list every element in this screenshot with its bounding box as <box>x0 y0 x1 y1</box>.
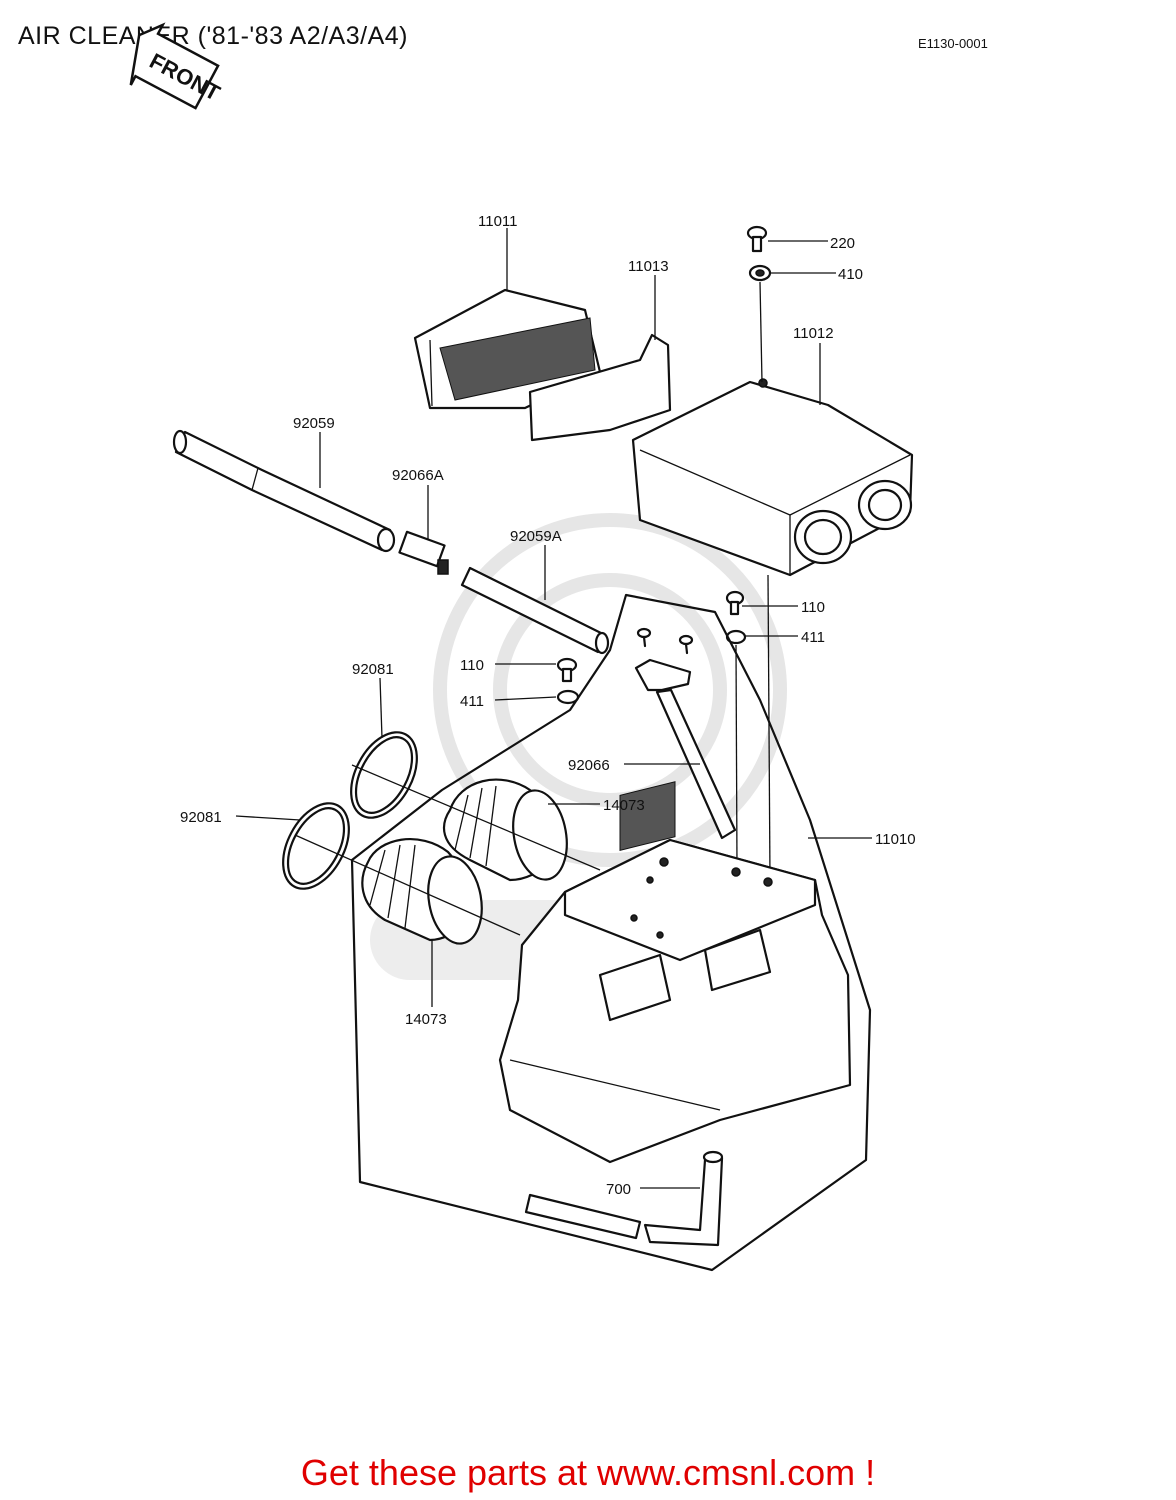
intake-duct-14073-upper <box>442 778 568 882</box>
callout-220: 220 <box>830 235 855 252</box>
callout-11012: 11012 <box>793 325 834 342</box>
breather-hose-92059 <box>172 429 396 553</box>
callout-92081-left: 92081 <box>180 809 222 826</box>
callout-411-left: 411 <box>460 693 484 710</box>
callout-92066A: 92066A <box>392 467 444 484</box>
front-arrow-icon: FRONT <box>129 22 225 110</box>
callout-92059A: 92059A <box>510 528 562 545</box>
small-screws <box>636 627 694 655</box>
fitting-92066A <box>398 530 449 575</box>
duct-alignment-line-lower <box>294 834 521 936</box>
leader-lines <box>235 228 872 1189</box>
washer-410 <box>748 264 772 282</box>
callout-700: 700 <box>606 1181 631 1198</box>
callout-92066: 92066 <box>568 757 610 774</box>
diagram-reference-code: E1130-0001 <box>918 36 988 51</box>
air-cleaner-housing <box>498 781 852 1164</box>
breather-hose-92059A <box>460 566 610 655</box>
air-cleaner-cap <box>631 378 914 577</box>
page-title: AIR CLEANER ('81-'83 A2/A3/A4) <box>18 22 408 50</box>
get-parts-link[interactable]: Get these parts at www.cmsnl.com ! <box>300 1452 876 1493</box>
callout-14073-right: 14073 <box>603 797 645 814</box>
duct-alignment-line-upper <box>351 764 601 871</box>
bolt-110-right <box>725 590 745 616</box>
screw-220 <box>746 225 768 253</box>
air-filter-element <box>413 288 602 410</box>
air-cleaner-group-outline <box>350 593 872 1272</box>
callout-92081-top: 92081 <box>352 661 394 678</box>
callout-92059: 92059 <box>293 415 335 432</box>
bolt-110-left <box>556 657 578 683</box>
callout-14073-bottom: 14073 <box>405 1011 447 1028</box>
o-ring-92081-left <box>282 802 350 890</box>
callout-110-right: 110 <box>801 599 825 616</box>
filter-holder <box>528 333 672 442</box>
callout-411-right: 411 <box>801 629 825 646</box>
callout-410: 410 <box>838 266 863 283</box>
callout-11010: 11010 <box>875 831 916 848</box>
drain-tube-700 <box>524 1150 724 1247</box>
callout-110-left: 110 <box>460 657 484 674</box>
o-ring-92081-top <box>350 731 418 819</box>
callout-11013: 11013 <box>628 258 669 275</box>
exploded-parts-diagram: FRONT <box>129 22 916 1272</box>
callout-11011: 11011 <box>478 213 518 230</box>
